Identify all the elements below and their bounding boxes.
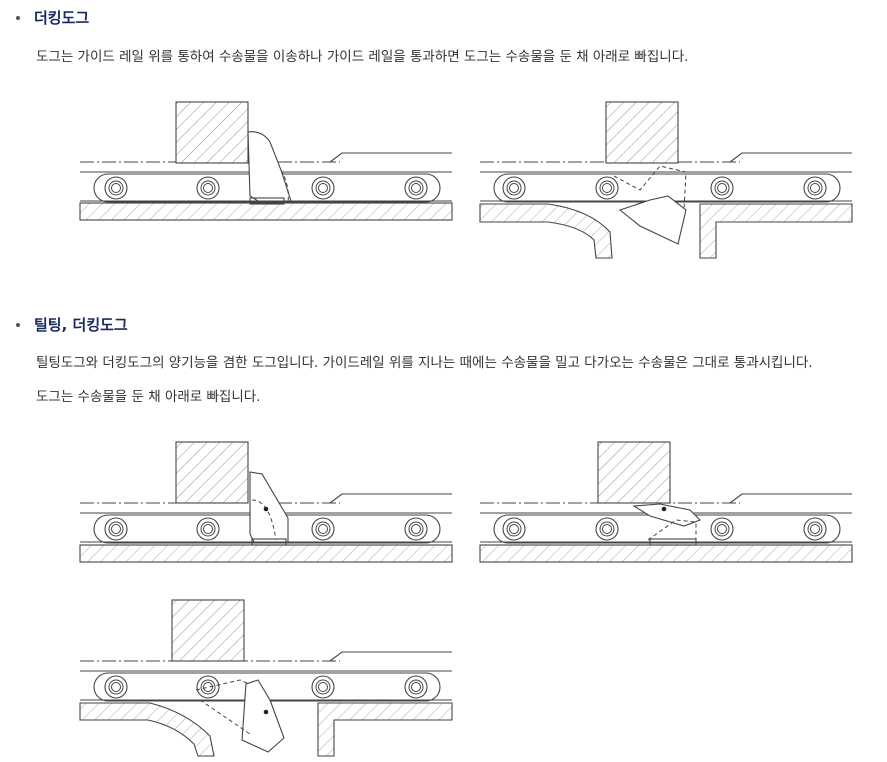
right-bracket [317, 702, 453, 757]
tilting-ducking-dog [249, 471, 289, 543]
conveyed-box [175, 101, 249, 164]
guide-rail-step [729, 152, 852, 163]
chain-roller [404, 517, 428, 541]
conveyed-box [597, 441, 671, 504]
section-title-text: 더킹도그 [34, 9, 90, 27]
guide-rail-step [729, 493, 852, 504]
tilting-ducking-dog-dropped [241, 679, 285, 753]
dog-base-plate [249, 197, 285, 205]
chain-roller [404, 675, 428, 699]
pivot-pin [263, 709, 269, 715]
chain-roller [196, 517, 220, 541]
dog-hidden-line [251, 499, 277, 541]
ducking-dog [247, 131, 292, 202]
base-rail [79, 544, 453, 563]
ducking-dog-dropped [618, 195, 687, 245]
chain-roller [311, 517, 335, 541]
section-title-ducking-dog: 더킹도그 [16, 7, 89, 28]
guide-rail-step [329, 493, 452, 504]
figure-2 [479, 101, 853, 259]
bullet-icon [16, 322, 20, 327]
chain-roller [803, 517, 827, 541]
chain-roller [710, 517, 734, 541]
conveyed-box [175, 441, 249, 504]
section-description: 도그는 가이드 레일 위를 통하여 수송물을 이송하나 가이드 레일을 통과하면… [36, 49, 689, 65]
figure-3 [79, 441, 453, 563]
left-bracket [79, 702, 215, 757]
conveyed-box [171, 599, 245, 662]
pivot-pin [263, 506, 269, 512]
chain-roller [104, 517, 128, 541]
base-rail [479, 544, 853, 563]
tilting-dog-tilted [632, 503, 701, 527]
dog-hidden-line [199, 699, 251, 735]
dog-hidden-line [647, 519, 697, 542]
chain-roller [104, 675, 128, 699]
left-bracket [479, 203, 613, 259]
pivot-pin [661, 506, 667, 512]
figure-5 [79, 599, 453, 757]
section-description-line-1: 틸팅도그와 더킹도그의 양기능을 겸한 도그입니다. 가이드레일 위를 지나는 … [36, 355, 813, 371]
bullet-icon [16, 15, 20, 20]
dog-hidden-line [280, 169, 289, 203]
figure-1 [79, 101, 453, 221]
section-title-tilting-ducking-dog: 틸팅, 더킹도그 [16, 314, 128, 335]
base-rail [79, 202, 453, 221]
section-title-text: 틸팅, 더킹도그 [34, 316, 128, 334]
dog-base-plate [251, 538, 287, 546]
guide-rail-step [329, 651, 452, 662]
figure-4 [479, 441, 853, 563]
chain-roller [502, 517, 526, 541]
dog-base-plate [649, 538, 697, 546]
conveyed-box [605, 101, 679, 164]
chain-roller [595, 517, 619, 541]
dog-prev-position [613, 165, 687, 211]
guide-rail-step [329, 152, 452, 163]
chain-roller [311, 675, 335, 699]
chain-roller [196, 675, 220, 699]
right-bracket [699, 203, 853, 259]
section-description-line-2: 도그는 수송물을 둔 채 아래로 빠집니다. [36, 389, 261, 405]
